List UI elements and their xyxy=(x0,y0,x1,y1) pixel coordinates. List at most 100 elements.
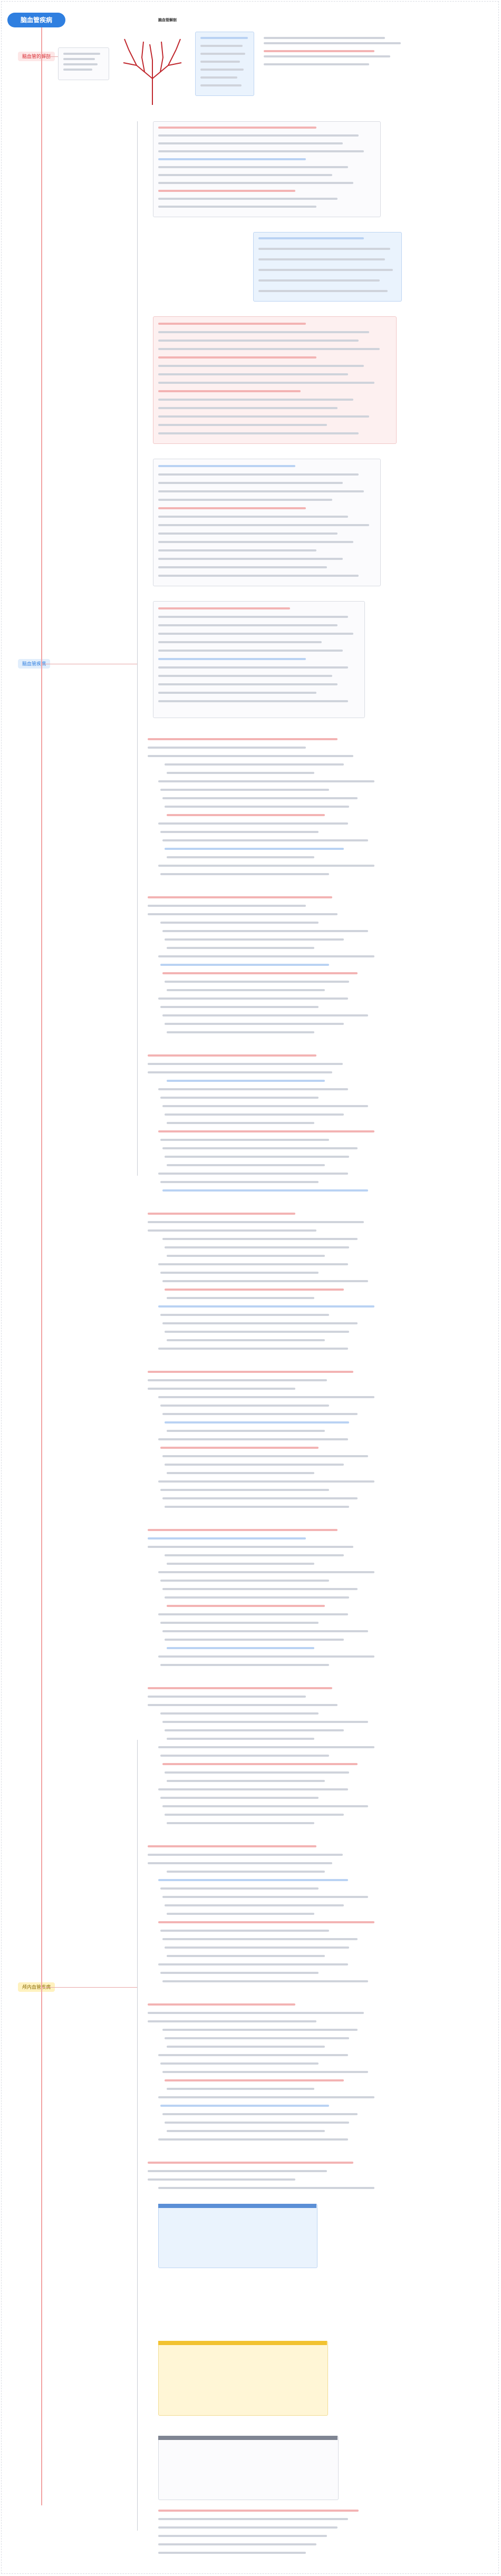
block-text xyxy=(167,856,314,858)
section-badge-anatomy[interactable]: 脑血管的解剖 xyxy=(18,52,55,61)
block-text xyxy=(158,532,338,535)
block-text xyxy=(158,1788,348,1790)
block-text xyxy=(165,2079,344,2081)
block-text xyxy=(148,1071,332,1073)
block-text xyxy=(158,1655,374,1658)
block-text xyxy=(158,1348,348,1350)
block-text xyxy=(158,198,338,200)
block-text xyxy=(158,206,316,208)
block-text xyxy=(165,981,349,983)
block-text xyxy=(165,1639,344,1641)
block-text xyxy=(167,1164,325,1166)
table-header xyxy=(158,2204,316,2208)
block-text xyxy=(162,1105,368,1107)
disease-block xyxy=(153,121,381,217)
block-text xyxy=(165,1506,349,1508)
section-badge-intracranial[interactable]: 颅内血管疾病 xyxy=(18,1982,55,1992)
block-text xyxy=(160,873,329,875)
table-text xyxy=(258,290,388,292)
table-text xyxy=(258,237,364,239)
block-text xyxy=(160,1887,319,1890)
block-text xyxy=(158,2535,327,2537)
block-text xyxy=(158,2518,348,2520)
legend-text xyxy=(200,84,242,86)
block-text xyxy=(165,848,344,850)
block-text xyxy=(160,1972,319,1974)
block-text xyxy=(158,390,301,392)
block-text xyxy=(165,1814,344,1816)
block-text xyxy=(167,947,314,949)
block-text xyxy=(158,356,316,359)
block-text xyxy=(167,1647,314,1649)
block-text xyxy=(160,1006,319,1008)
block-text xyxy=(158,158,306,160)
block-text xyxy=(158,566,327,568)
block-text xyxy=(162,1763,358,1765)
block-text xyxy=(167,989,325,991)
disease-connector xyxy=(137,121,138,1176)
block-text xyxy=(148,1529,338,1531)
note-text xyxy=(264,63,369,65)
block-text xyxy=(167,1871,325,1873)
block-text xyxy=(160,1489,329,1491)
block-text xyxy=(165,1289,344,1291)
block-text xyxy=(148,2003,295,2006)
block-text xyxy=(160,1139,329,1141)
block-text xyxy=(162,1014,368,1016)
block-text xyxy=(158,323,306,325)
block-text xyxy=(148,1704,338,1706)
block-text xyxy=(165,1771,349,1774)
block-text xyxy=(158,692,316,694)
block-text xyxy=(165,1554,344,1556)
comparison-table xyxy=(158,2204,317,2268)
block-text xyxy=(167,814,325,816)
block-text xyxy=(165,1596,349,1599)
block-text xyxy=(160,1622,319,1624)
block-text xyxy=(148,1845,316,1847)
block-text xyxy=(160,2105,329,2107)
block-text xyxy=(158,1879,348,1881)
block-text xyxy=(165,1904,344,1906)
block-text xyxy=(158,1613,348,1615)
block-text xyxy=(165,2037,349,2039)
block-text xyxy=(158,2187,374,2189)
block-text xyxy=(165,1421,349,1423)
block-text xyxy=(148,1862,332,1864)
block-text xyxy=(148,1687,332,1689)
block-text xyxy=(158,499,332,501)
block-text xyxy=(158,424,327,426)
block-text xyxy=(162,1896,368,1898)
block-text xyxy=(158,142,343,144)
block-text xyxy=(148,1054,316,1057)
block-text xyxy=(158,1480,374,1483)
block-text xyxy=(160,831,319,833)
vessel-tree-illustration xyxy=(123,38,182,105)
block-text xyxy=(158,650,343,652)
table-text xyxy=(258,279,380,282)
block-text xyxy=(148,1229,316,1232)
block-text xyxy=(160,1447,319,1449)
table-text xyxy=(258,269,393,271)
block-text xyxy=(158,2054,348,2056)
anatomy-text xyxy=(63,63,98,65)
block-text xyxy=(167,2046,325,2048)
block-text xyxy=(148,1537,306,1539)
block-text xyxy=(158,473,359,476)
mindmap-title[interactable]: 脑血管疾病 xyxy=(7,13,65,27)
block-text xyxy=(160,1097,319,1099)
block-text xyxy=(158,190,295,192)
block-text xyxy=(158,465,295,467)
legend-text xyxy=(200,69,244,71)
block-text xyxy=(162,1189,368,1192)
block-text xyxy=(158,382,374,384)
block-text xyxy=(165,1113,344,1116)
block-text xyxy=(148,2020,316,2022)
block-text xyxy=(158,1396,374,1398)
block-text xyxy=(160,789,329,791)
block-text xyxy=(158,2096,374,2098)
block-text xyxy=(148,1854,343,1856)
block-text xyxy=(158,675,332,677)
block-text xyxy=(165,1331,349,1333)
block-text xyxy=(158,365,364,367)
block-text xyxy=(162,1238,358,1240)
